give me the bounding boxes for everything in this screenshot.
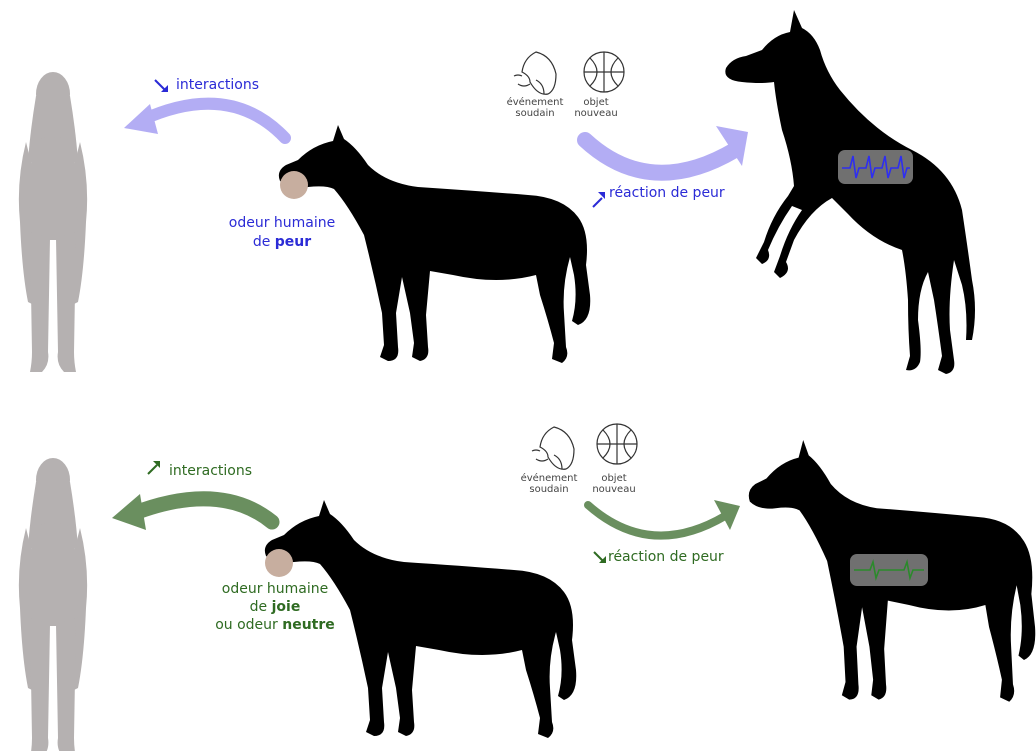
arrow-down-icon-interactions: [154, 79, 166, 91]
odor-prefix-neutral: ou odeur: [215, 617, 283, 633]
ball-icon-bottom: [596, 423, 638, 465]
surprise-face-icon-top: [513, 51, 557, 95]
stimulus-event-line2: soudain: [515, 108, 555, 119]
odor-emotion-joy: joie: [271, 599, 301, 615]
reaction-label-top: réaction de peur: [609, 185, 725, 201]
reaction-arrow-bottom: [584, 501, 729, 540]
heart-rate-trace-high: [842, 155, 910, 179]
odor-line1: odeur humaine: [228, 215, 336, 231]
stimulus-event-top: événement soudain: [497, 97, 573, 119]
stimulus-object-line1-bottom: objet: [601, 473, 627, 484]
interactions-arrowhead-top: [124, 104, 158, 134]
reaction-arrowhead-top: [716, 126, 748, 166]
heart-rate-trace-low: [854, 559, 924, 581]
reaction-arrow-top: [577, 132, 743, 181]
reaction-arrowhead-bottom: [714, 500, 740, 530]
odor-label-top: odeur humaine de peur: [222, 214, 342, 252]
interactions-arrow-bottom: [124, 491, 280, 530]
odor-prefix-joy: de: [249, 599, 272, 615]
surprise-face-icon-bottom: [531, 426, 575, 470]
stimulus-event-line2-bottom: soudain: [529, 484, 569, 495]
stimulus-object-top: objet nouveau: [568, 97, 624, 119]
stimulus-event-line1-bottom: événement: [520, 473, 578, 484]
interactions-arrowhead-bottom: [112, 494, 146, 530]
person-silhouette-top: [18, 72, 88, 372]
odor-prefix: de: [252, 234, 275, 250]
odor-line1-bottom: odeur humaine: [221, 581, 329, 597]
odor-line2-bottom: de joie: [205, 598, 345, 616]
interactions-label-bottom: interactions: [169, 463, 253, 479]
arrow-up-icon-interactions: [147, 464, 158, 475]
stimulus-object-line2: nouveau: [574, 108, 618, 119]
ball-icon-top: [583, 51, 625, 93]
joy-panel: [18, 423, 1036, 751]
odor-emotion-neutral: neutre: [282, 617, 335, 633]
stimulus-object-line2-bottom: nouveau: [592, 484, 636, 495]
odor-line3-bottom: ou odeur neutre: [205, 616, 345, 634]
arrow-down-icon-reaction: [593, 551, 604, 562]
stimulus-object-line1: objet: [583, 97, 609, 108]
rearing-horse-silhouette: [725, 10, 975, 374]
interactions-arrow-top: [136, 97, 291, 144]
odor-label-bottom: odeur humaine de joie ou odeur neutre: [205, 580, 345, 634]
horse-nose-top: [280, 171, 308, 199]
odor-line2: de peur: [222, 233, 342, 252]
stimulus-object-bottom: objet nouveau: [586, 473, 642, 495]
fear-panel: [18, 10, 975, 374]
odor-emotion-fear: peur: [274, 234, 312, 250]
interactions-label-top: interactions: [176, 77, 260, 93]
person-silhouette-bottom: [18, 458, 88, 751]
arrow-up-icon-reaction: [592, 197, 603, 208]
stimulus-event-bottom: événement soudain: [511, 473, 587, 495]
reaction-label-bottom: réaction de peur: [608, 549, 724, 565]
stimulus-event-line1: événement: [506, 97, 564, 108]
horse-nose-bottom: [265, 549, 293, 577]
